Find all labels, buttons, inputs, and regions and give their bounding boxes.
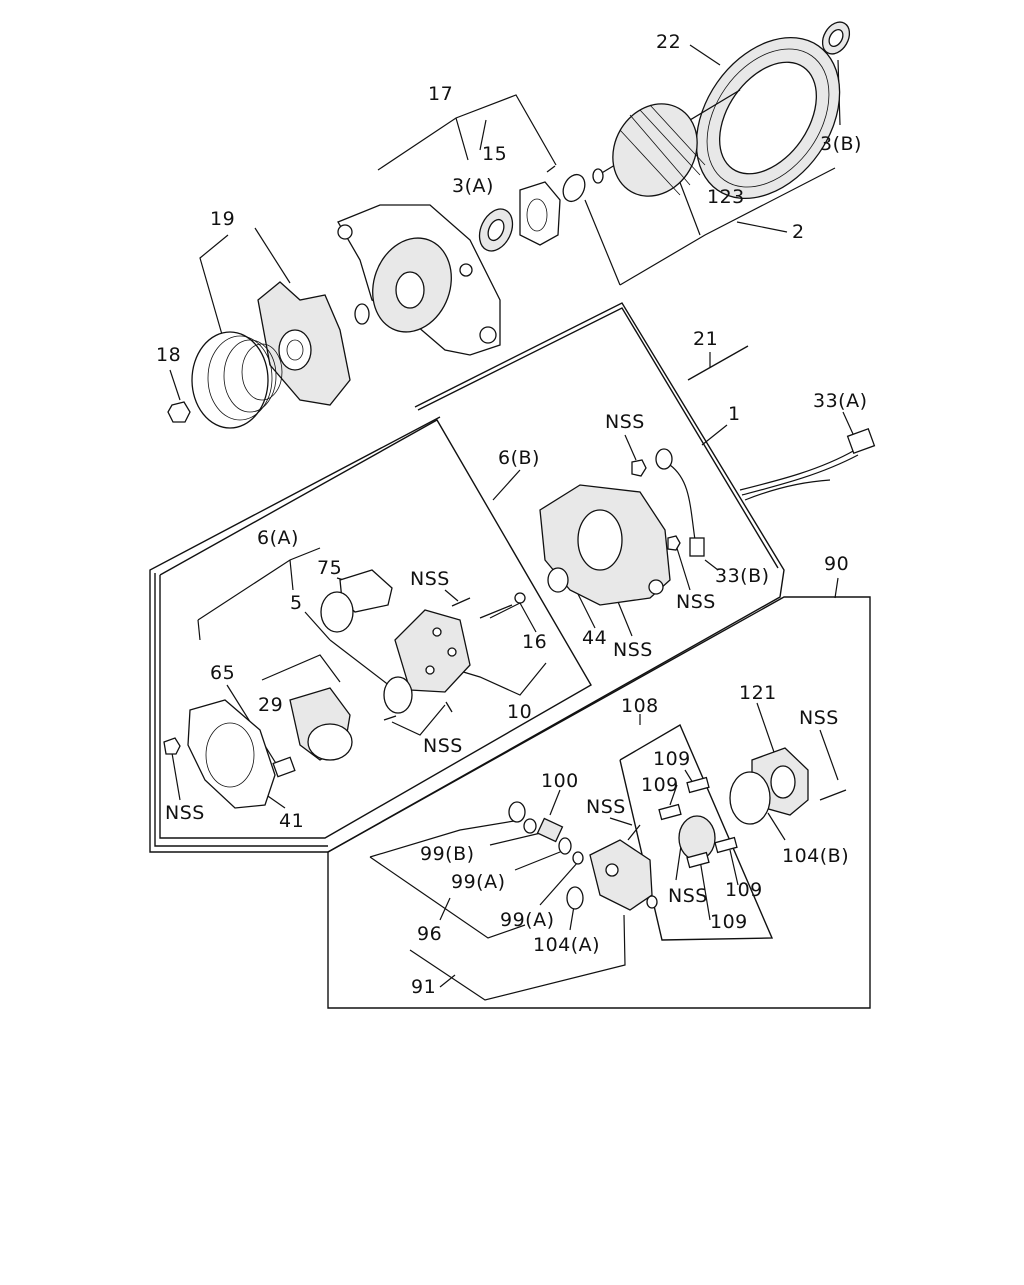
callout-104a: 104(A) [533, 934, 601, 956]
callout-109-a: 109 [653, 748, 691, 770]
callout-6b: 6(B) [498, 447, 540, 469]
washer-16 [514, 592, 526, 604]
screw-nss5a [383, 715, 397, 721]
bushing-stack [508, 801, 584, 865]
bearing-3a [478, 208, 514, 252]
o-ring-104b [729, 771, 771, 825]
regulator-body [589, 839, 658, 911]
callout-22: 22 [656, 31, 682, 53]
spacer-ring [562, 173, 586, 203]
nut-nss-ll [163, 737, 181, 755]
callout-96: 96 [417, 923, 443, 945]
pulley [191, 331, 283, 429]
callout-29: 29 [258, 694, 284, 716]
callout-nss-6: NSS [799, 707, 839, 729]
callout-10: 10 [507, 701, 533, 723]
callout-2: 2 [792, 221, 805, 243]
screw-nss7 [627, 824, 641, 841]
callout-21: 21 [693, 328, 719, 350]
bolt-21 [687, 345, 749, 381]
callout-nss-upper: NSS [605, 411, 645, 433]
callout-nss-lower-left: NSS [165, 802, 205, 824]
callout-108: 108 [621, 695, 659, 717]
terminal-nut [631, 459, 647, 477]
callout-15: 15 [482, 143, 508, 165]
group-boxes [149, 302, 871, 1009]
callout-3a: 3(A) [452, 175, 494, 197]
callout-99a-1: 99(A) [451, 871, 506, 893]
callout-100: 100 [541, 770, 579, 792]
rectifier [394, 609, 471, 693]
nut-nss3 [667, 535, 681, 551]
rear-frame [539, 484, 671, 606]
callout-109-b: 109 [641, 774, 679, 796]
callout-91: 91 [411, 976, 437, 998]
callout-99b: 99(B) [420, 843, 475, 865]
terminal-boot [655, 448, 673, 470]
callout-3b: 3(B) [820, 133, 862, 155]
bearing-3b [821, 21, 851, 55]
callout-75: 75 [317, 557, 343, 579]
connector-33b [689, 537, 705, 557]
o-ring-5 [383, 676, 413, 714]
callout-1: 1 [728, 403, 741, 425]
callout-nss-3: NSS [676, 591, 716, 613]
callout-33b: 33(B) [715, 565, 770, 587]
brush-set-108 [658, 776, 738, 869]
callout-17: 17 [428, 83, 454, 105]
clip-65 [272, 756, 296, 778]
callout-104b: 104(B) [782, 845, 850, 867]
callout-16: 16 [522, 631, 548, 653]
callout-65: 65 [210, 662, 236, 684]
wire-33b [669, 464, 696, 541]
callout-5: 5 [290, 592, 303, 614]
callout-6a: 6(A) [257, 527, 299, 549]
callout-123: 123 [707, 186, 745, 208]
parts [163, 21, 876, 911]
brush-holder [320, 569, 393, 633]
callout-33a: 33(A) [813, 390, 868, 412]
leader-lines [169, 44, 854, 1001]
callout-nss-7: NSS [586, 796, 626, 818]
callout-109-d: 109 [710, 911, 748, 933]
callout-nss-2: NSS [410, 568, 450, 590]
callout-nss-8: NSS [668, 885, 708, 907]
callout-18: 18 [156, 344, 182, 366]
callout-nss-4: NSS [613, 639, 653, 661]
collar [354, 303, 370, 325]
screw-nss2 [451, 597, 471, 607]
rotor [592, 89, 741, 197]
callout-nss-5: NSS [423, 735, 463, 757]
callout-90: 90 [824, 553, 850, 575]
callout-99a-2: 99(A) [500, 909, 555, 931]
harness [739, 427, 876, 501]
nut-18 [167, 401, 191, 423]
callout-109-c: 109 [725, 879, 763, 901]
callout-41: 41 [279, 810, 305, 832]
cover-41 [187, 699, 276, 809]
callout-121: 121 [739, 682, 777, 704]
fan [257, 281, 351, 406]
callout-19: 19 [210, 208, 236, 230]
front-frame [337, 204, 501, 356]
screw-nss6 [819, 789, 847, 801]
retainer-plate [519, 165, 561, 246]
screw-16 [479, 604, 513, 619]
o-ring-104a [566, 886, 584, 910]
stator [695, 36, 841, 200]
callout-44: 44 [582, 627, 608, 649]
regulator-29 [289, 687, 353, 761]
screw-nss5b [445, 701, 453, 713]
